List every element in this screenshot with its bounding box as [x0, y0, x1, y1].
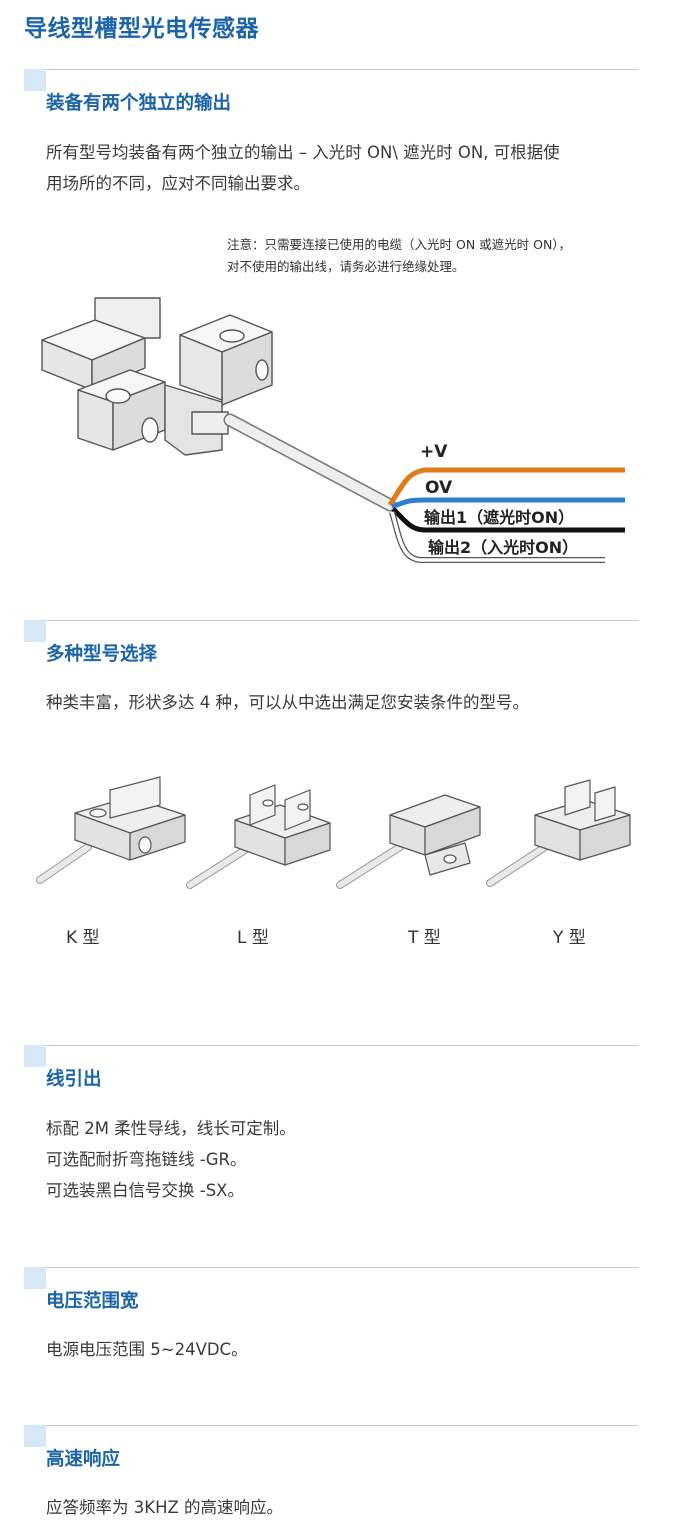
wire-label: 输出1（遮光时ON）	[424, 508, 574, 527]
text-line: 可选配耐折弯拖链线 -GR。	[46, 1150, 247, 1169]
sensor-body-illustration	[41, 297, 273, 456]
wire-label: OV	[425, 478, 453, 498]
section-divider	[24, 1045, 638, 1046]
y-type-sensor-illustration	[486, 779, 631, 887]
section-title: 线引出	[46, 1069, 102, 1090]
text-line: 所有型号均装备有两个独立的输出 – 入光时 ON\ 遮光时 ON, 可根据使	[46, 143, 560, 162]
section-text: 电源电压范围 5~24VDC。	[46, 1334, 646, 1365]
section-marker	[24, 620, 46, 642]
section-divider	[24, 620, 638, 621]
section-models: 多种型号选择 种类丰富，形状多达 4 种，可以从中选出满足您安装条件的型号。	[24, 620, 638, 740]
text-line: 可选装黑白信号交换 -SX。	[46, 1181, 244, 1200]
text-line: 种类丰富，形状多达 4 种，可以从中选出满足您安装条件的型号。	[46, 693, 529, 712]
section-text: 所有型号均装备有两个独立的输出 – 入光时 ON\ 遮光时 ON, 可根据使 用…	[46, 137, 646, 199]
note-line: 对不使用的输出线，请务必进行绝缘处理。	[227, 259, 465, 274]
section-title: 电压范围宽	[46, 1291, 139, 1312]
text-line: 用场所的不同，应对不同输出要求。	[46, 174, 310, 193]
model-label-l: L 型	[237, 928, 269, 948]
wire-label: +V	[420, 442, 448, 462]
text-line: 标配 2M 柔性导线，线长可定制。	[46, 1119, 296, 1138]
section-title: 高速响应	[46, 1449, 121, 1470]
model-label-y: Y 型	[553, 928, 586, 948]
note-line: 注意：只需要连接已使用的电缆（入光时 ON 或遮光时 ON），	[227, 237, 572, 252]
section-cable: 线引出 标配 2M 柔性导线，线长可定制。 可选配耐折弯拖链线 -GR。 可选装…	[24, 1045, 638, 1215]
cable-illustration	[223, 413, 625, 563]
section-divider	[24, 69, 638, 70]
k-type-sensor-illustration	[36, 776, 186, 884]
page-title: 导线型槽型光电传感器	[24, 16, 259, 42]
section-marker	[24, 1045, 46, 1067]
section-marker	[24, 1425, 46, 1447]
section-text: 应答频率为 3KHZ 的高速响应。	[46, 1492, 646, 1523]
section-marker	[24, 1267, 46, 1289]
wire-label: 输出2（入光时ON）	[428, 538, 578, 557]
model-label-t: T 型	[408, 928, 441, 948]
section-marker	[24, 69, 46, 91]
sensor-wiring-diagram: +V OV 输出1（遮光时ON） 输出2（入光时ON）	[41, 297, 625, 563]
section-divider	[24, 1425, 638, 1426]
section-title: 多种型号选择	[46, 644, 158, 665]
l-type-sensor-illustration	[186, 784, 331, 889]
section-dual-output: 装备有两个独立的输出 所有型号均装备有两个独立的输出 – 入光时 ON\ 遮光时…	[24, 69, 638, 249]
section-title: 装备有两个独立的输出	[46, 93, 232, 114]
model-label-k: K 型	[66, 928, 100, 948]
text-line: 电源电压范围 5~24VDC。	[46, 1340, 248, 1359]
text-line: 应答频率为 3KHZ 的高速响应。	[46, 1498, 284, 1517]
wiring-note: 注意：只需要连接已使用的电缆（入光时 ON 或遮光时 ON）， 对不使用的输出线…	[227, 234, 571, 278]
t-type-sensor-illustration	[336, 794, 481, 889]
section-divider	[24, 1267, 638, 1268]
section-text: 种类丰富，形状多达 4 种，可以从中选出满足您安装条件的型号。	[46, 687, 646, 718]
section-voltage: 电压范围宽 电源电压范围 5~24VDC。	[24, 1267, 638, 1377]
section-response: 高速响应 应答频率为 3KHZ 的高速响应。	[24, 1425, 638, 1532]
section-text: 标配 2M 柔性导线，线长可定制。 可选配耐折弯拖链线 -GR。 可选装黑白信号…	[46, 1113, 646, 1206]
model-illustrations	[36, 776, 631, 889]
